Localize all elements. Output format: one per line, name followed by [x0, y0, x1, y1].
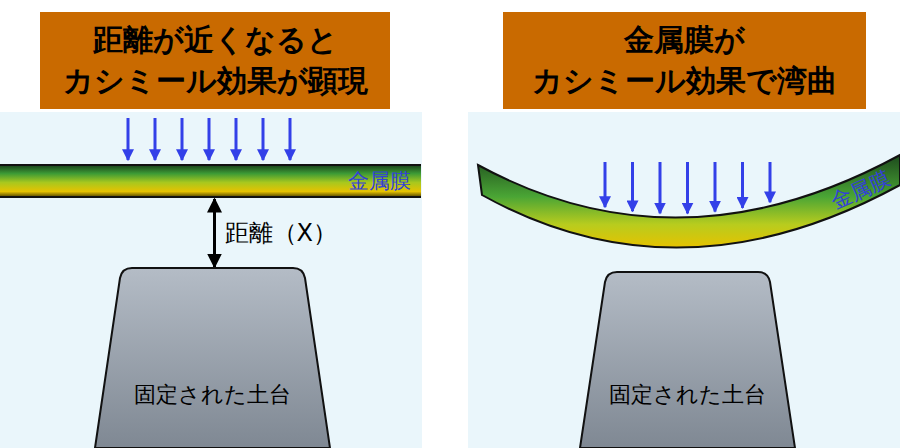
metal-film: 金属膜 — [0, 164, 421, 198]
distance-label: 距離（X） — [223, 217, 339, 249]
right-panel-ground — [468, 112, 900, 448]
title-box: 金属膜が カシミール効果で湾曲 — [503, 12, 866, 109]
force-arrow — [769, 162, 772, 202]
force-arrow — [262, 118, 265, 160]
bent-film-shape — [478, 155, 900, 248]
film-label: 金属膜 — [348, 167, 411, 195]
force-arrow — [235, 118, 238, 160]
base-outline — [95, 268, 330, 448]
force-arrow — [208, 118, 211, 160]
fixed-base: 固定された土台 — [95, 268, 330, 448]
heading-text: 距離が近くなると カシミール効果が顕現 — [50, 20, 380, 101]
force-arrow — [686, 162, 689, 213]
force-arrow — [741, 162, 744, 208]
metal-film-bent: 金属膜 — [470, 140, 900, 250]
force-arrow — [604, 162, 607, 207]
force-arrow — [154, 118, 157, 160]
base-label: 固定された土台 — [580, 380, 795, 410]
force-arrow — [181, 118, 184, 160]
film-label: 金属膜 — [826, 164, 895, 215]
force-arrow — [714, 162, 717, 212]
distance-arrow — [213, 199, 216, 267]
base-outline — [580, 272, 795, 448]
force-arrow — [659, 162, 662, 213]
left-panel-ground — [0, 112, 422, 448]
heading-text: 金属膜が カシミール効果で湾曲 — [513, 20, 856, 101]
force-arrow — [127, 118, 130, 160]
base-label: 固定された土台 — [95, 380, 330, 410]
base-shape — [95, 268, 330, 448]
force-arrow — [289, 118, 292, 160]
force-arrow — [631, 162, 634, 211]
title-box: 距離が近くなると カシミール効果が顕現 — [40, 12, 390, 109]
fixed-base: 固定された土台 — [580, 272, 795, 448]
base-shape — [580, 272, 795, 448]
